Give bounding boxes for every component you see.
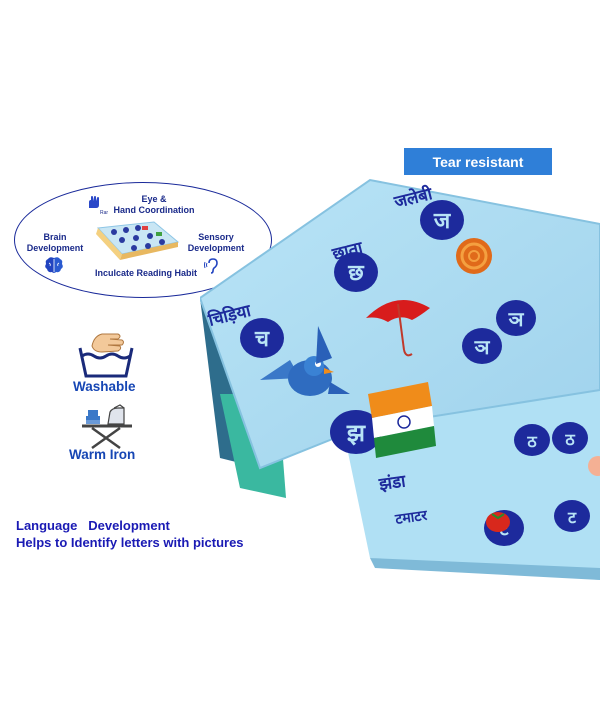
letter-jha: झ <box>330 410 382 454</box>
sensory-development-label: Sensory Development <box>180 232 252 254</box>
eye-hand-coordination-label: Eye & Hand Coordination <box>98 194 210 216</box>
eye-hand-line2: Hand Coordination <box>113 205 195 215</box>
tear-resistant-badge: Tear resistant <box>404 148 552 175</box>
svg-text:ञ: ञ <box>508 307 525 331</box>
tear-resistant-label: Tear resistant <box>432 153 524 170</box>
svg-text:झ: झ <box>346 419 366 447</box>
letter-tha-1: ठ <box>514 424 550 456</box>
inculcate-reading-habit-label: Inculcate Reading Habit <box>94 268 198 278</box>
brain-icon <box>45 257 63 273</box>
hand-icon-caption: Rar <box>100 210 109 216</box>
word-tamatar: टमाटर <box>393 508 429 529</box>
svg-text:छ: छ <box>347 261 365 286</box>
letter-chha: छ <box>334 252 378 292</box>
sensory-line2: Development <box>187 243 245 253</box>
language-development-heading: Language Development <box>16 518 170 533</box>
letter-nya-2: ञ <box>496 300 536 336</box>
svg-text:च: च <box>254 327 270 352</box>
letter-cha: च <box>240 318 284 358</box>
svg-text:ज: ज <box>433 209 452 234</box>
fruit-image <box>588 456 600 476</box>
washable-label: Washable <box>73 379 136 394</box>
jalebi-image <box>456 238 492 274</box>
bird-image <box>260 326 350 396</box>
letter-tha-2: ठ <box>552 422 588 454</box>
svg-text:ट: ट <box>567 508 577 527</box>
sensory-line1: Sensory <box>198 232 234 242</box>
svg-text:ञ: ञ <box>474 335 491 359</box>
umbrella-image <box>366 300 430 357</box>
svg-text:ठ: ठ <box>564 430 575 449</box>
svg-text:ठ: ठ <box>526 432 537 451</box>
flag-image <box>368 382 436 458</box>
mini-book-image <box>96 221 180 260</box>
tomato-image <box>486 512 510 532</box>
eye-hand-line1: Eye & <box>141 194 167 204</box>
letter-nya-1: ञ <box>462 328 502 364</box>
warm-iron-icon <box>82 404 132 450</box>
cloth-book-image: अ चिड़िया छाता जलेबी झंडा टमाटर च छ ज झ … <box>200 178 600 580</box>
brain-line2: Development <box>26 243 84 253</box>
word-jhanda: झंडा <box>377 471 407 495</box>
ear-icon <box>204 258 218 274</box>
washable-icon <box>78 333 134 378</box>
letter-ta-2: ट <box>554 500 590 532</box>
identify-letters-caption: Helps to Identify letters with pictures <box>16 535 244 550</box>
brain-line1: Brain <box>43 232 67 242</box>
features-ellipse <box>14 182 272 298</box>
brain-development-label: Brain Development <box>20 232 90 254</box>
warm-iron-label: Warm Iron <box>69 447 136 462</box>
hand-eye-icon <box>89 196 99 208</box>
letter-ja: ज <box>420 200 464 240</box>
